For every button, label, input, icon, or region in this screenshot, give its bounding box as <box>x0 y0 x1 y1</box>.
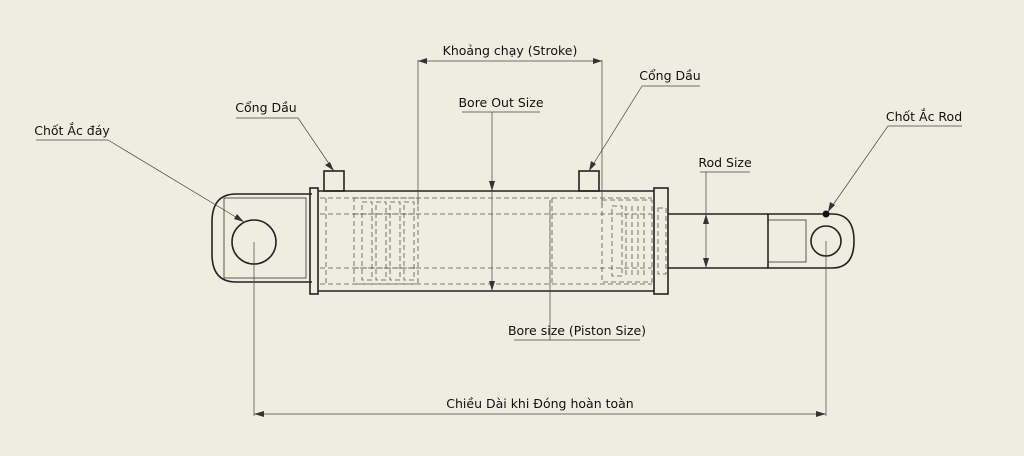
piston-hidden <box>353 197 419 285</box>
rod-size-dimension <box>700 171 750 268</box>
piston-rod <box>668 213 768 269</box>
rod-size-label: Rod Size <box>698 155 752 170</box>
bore-out-dimension <box>462 111 540 291</box>
bore-size-label: Bore size (Piston Size) <box>508 323 646 338</box>
cylinder-barrel <box>309 187 669 295</box>
barrel-front-cap <box>653 187 669 295</box>
barrel-rear-cap <box>309 187 319 295</box>
rod-grease-fitting <box>822 210 830 218</box>
bore-out-size-label: Bore Out Size <box>458 95 543 110</box>
rod-pin-label: Chốt Ắc Rod <box>886 108 962 124</box>
oil-port-right-label: Cổng Dầu <box>639 68 700 83</box>
stroke-label: Khoảng chạy (Stroke) <box>443 43 578 58</box>
oil-port-left <box>323 170 345 192</box>
oil-port-left-label: Cổng Dầu <box>235 100 296 115</box>
closed-length-dimension <box>253 241 827 417</box>
rod-end-eye <box>767 210 855 269</box>
gland-hidden <box>601 199 667 283</box>
closed-length-label: Chiều Dài khi Đóng hoàn toàn <box>446 396 633 411</box>
oil-port-right <box>578 170 600 192</box>
leader-lines <box>36 85 962 223</box>
stroke-dimension <box>417 58 603 205</box>
bore-size-dimension <box>514 200 640 341</box>
base-pin-label: Chốt Ắc đáy <box>34 122 110 138</box>
rear-clevis <box>211 193 312 283</box>
